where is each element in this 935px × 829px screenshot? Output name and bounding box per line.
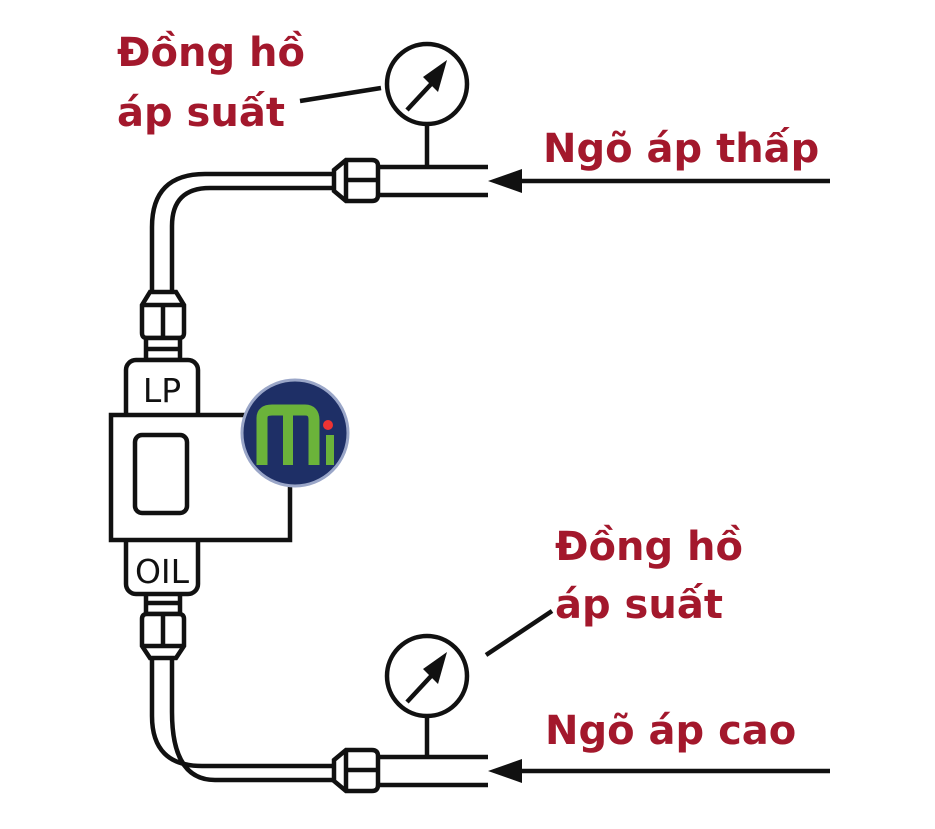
oil-hex-fitting bbox=[139, 589, 187, 661]
bottom-gauge-leader bbox=[484, 609, 554, 657]
top-gauge-label-line2: áp suất bbox=[117, 90, 285, 136]
bottom-gauge-label-line2: áp suất bbox=[555, 582, 723, 628]
pressure-switch-body: LP OIL bbox=[108, 357, 293, 597]
low-pressure-arrow bbox=[488, 169, 830, 193]
top-pressure-gauge-icon bbox=[384, 41, 470, 167]
port-label-lp: LP bbox=[143, 371, 181, 410]
high-pressure-pipe bbox=[378, 754, 488, 788]
high-pressure-inlet-label: Ngõ áp cao bbox=[545, 708, 796, 754]
mi-logo bbox=[240, 378, 350, 488]
low-pressure-inlet-label: Ngõ áp thấp bbox=[543, 126, 819, 172]
bottom-gauge-label-line1: Đồng hồ bbox=[555, 524, 743, 570]
top-gauge-label-line1: Đồng hồ bbox=[117, 30, 305, 76]
port-label-oil: OIL bbox=[135, 552, 190, 591]
top-gauge-leader bbox=[299, 85, 382, 104]
low-pressure-pipe bbox=[378, 164, 488, 198]
top-hex-fitting bbox=[331, 157, 381, 204]
top-tube bbox=[149, 171, 336, 292]
bottom-hex-fitting bbox=[331, 747, 381, 794]
bottom-tube bbox=[149, 656, 336, 783]
high-pressure-arrow bbox=[488, 759, 830, 783]
bottom-pressure-gauge-icon bbox=[384, 633, 470, 757]
lp-hex-fitting bbox=[139, 289, 187, 363]
